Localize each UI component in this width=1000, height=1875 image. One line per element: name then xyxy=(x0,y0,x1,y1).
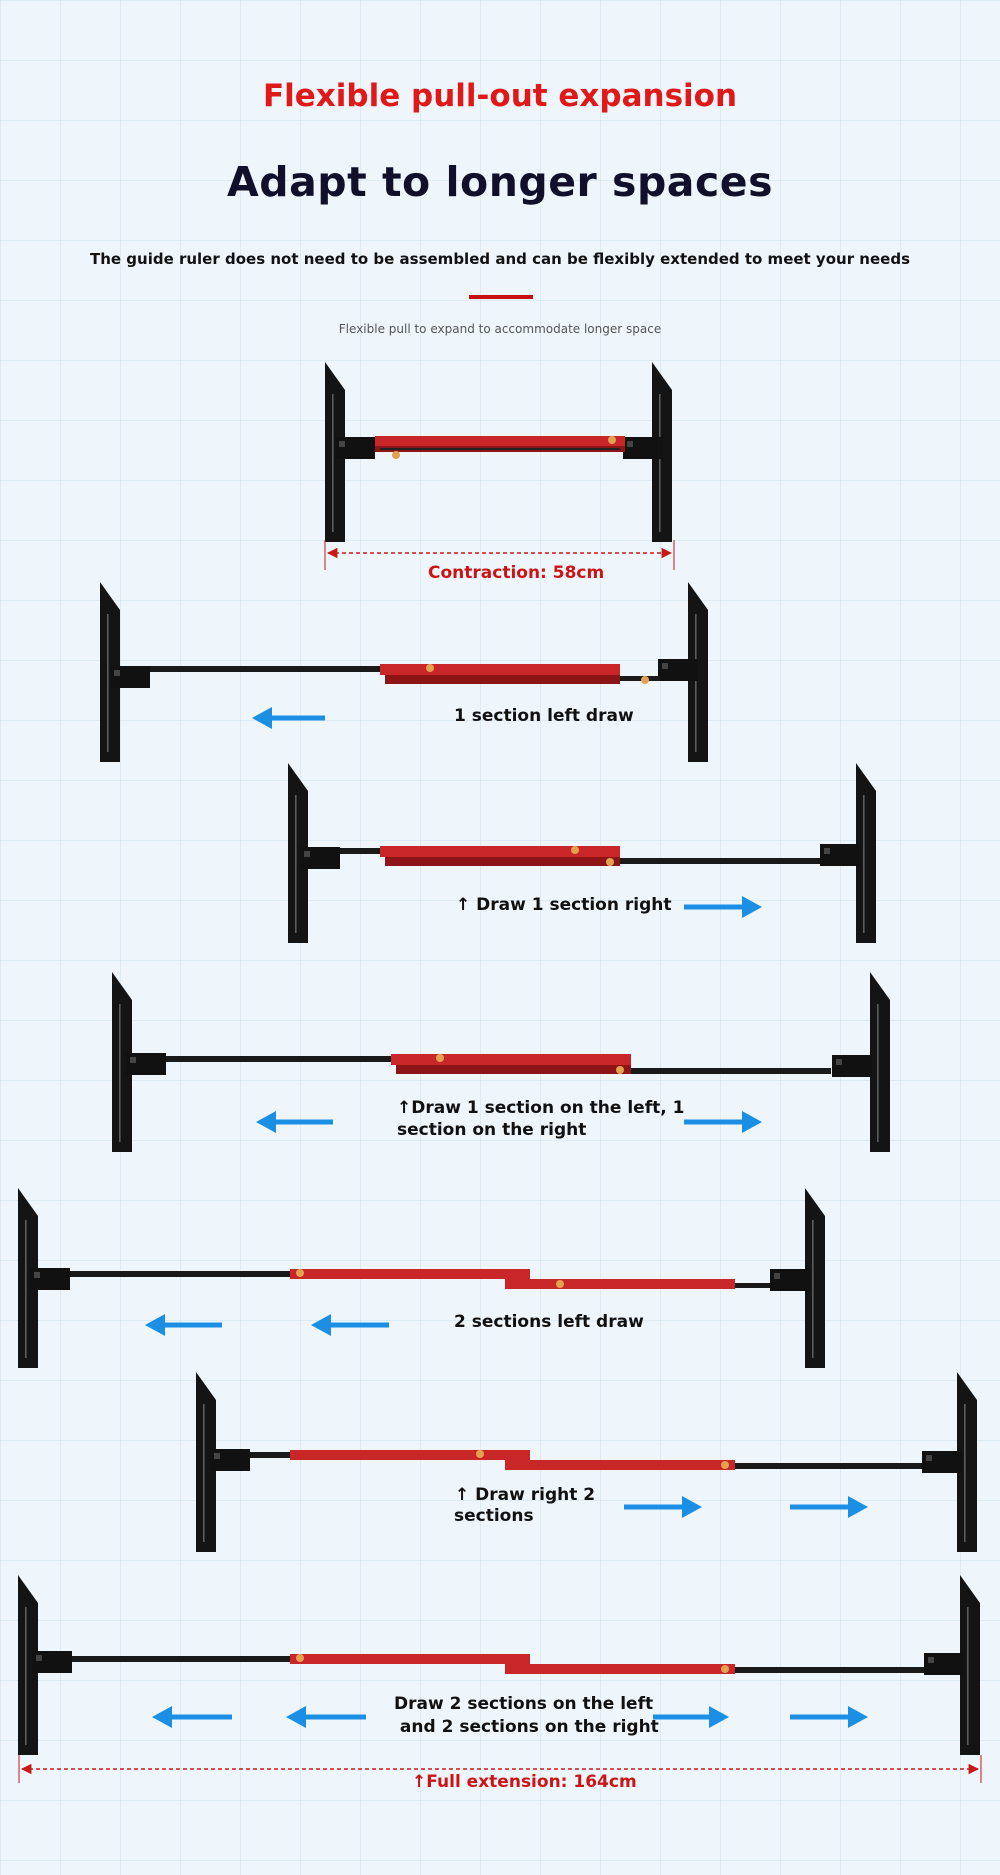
one-each-label-line1: ↑Draw 1 section on the left, 1 xyxy=(397,1098,685,1118)
stage-two-right xyxy=(196,1372,977,1552)
tagline: Flexible pull-out expansion xyxy=(262,78,738,114)
full-extension-label: ↑Full extension: 164cm xyxy=(412,1772,637,1792)
subtitle: The guide ruler does not need to be asse… xyxy=(89,250,911,268)
stage-one-left xyxy=(100,582,708,762)
stage-two-left xyxy=(18,1188,825,1368)
stage-full xyxy=(18,1575,982,1783)
page-title: Adapt to longer spaces xyxy=(226,158,773,206)
stage-one-right xyxy=(288,763,876,943)
two-right-label-line1: ↑ Draw right 2 xyxy=(455,1485,596,1505)
one-right-label: ↑ Draw 1 section right xyxy=(456,895,672,915)
contraction-label: Contraction: 58cm xyxy=(428,563,605,583)
stage-contracted xyxy=(324,362,675,570)
title-divider xyxy=(469,295,533,299)
two-left-label: 2 sections left draw xyxy=(454,1312,644,1332)
two-each-label-line1: Draw 2 sections on the left xyxy=(394,1694,654,1714)
one-left-label: 1 section left draw xyxy=(454,706,634,726)
two-right-label-line2: sections xyxy=(454,1506,534,1526)
two-each-label-line2: and 2 sections on the right xyxy=(394,1717,659,1737)
stage-one-each xyxy=(112,972,890,1152)
note-text: Flexible pull to expand to accommodate l… xyxy=(338,322,662,336)
one-each-label-line2: section on the right xyxy=(397,1120,587,1140)
